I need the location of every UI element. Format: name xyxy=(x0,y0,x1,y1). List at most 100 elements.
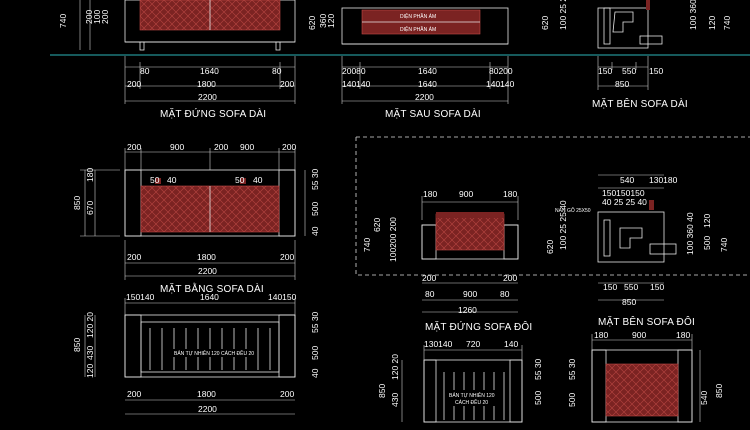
dim: 850 xyxy=(72,196,82,210)
dim: 150 xyxy=(598,66,612,76)
dim: 80 xyxy=(140,66,150,76)
dim: 500 xyxy=(702,236,712,250)
side-double-sofa: NAN GỖ 25X50 540 130180 150150150 40 25 … xyxy=(545,174,729,328)
dim: 120 20 xyxy=(390,354,400,380)
title-plan-long: MẶT BẰNG SOFA DÀI xyxy=(160,282,264,295)
dim: 180 xyxy=(85,168,95,182)
dim: 100 25 25 40 xyxy=(558,200,568,250)
dim: 720 xyxy=(466,339,480,349)
dim: 100 360 40 xyxy=(688,0,698,30)
dim: 850 xyxy=(72,338,82,352)
dim: 50 xyxy=(235,175,245,185)
title-back-long: MẶT SAU SOFA DÀI xyxy=(385,107,481,120)
dim: 540 xyxy=(699,391,709,405)
dim: 740 xyxy=(722,16,732,30)
dim: 80200 xyxy=(489,66,513,76)
dim: 200 xyxy=(280,79,294,89)
dim: 1640 xyxy=(418,79,437,89)
dim: 1260 xyxy=(458,305,477,315)
dim: 500 xyxy=(533,391,543,405)
dim: 200 xyxy=(127,252,141,262)
dim: 180 xyxy=(594,330,608,340)
dim: 150 xyxy=(603,282,617,292)
dim: 200 xyxy=(282,142,296,152)
dashed-frame xyxy=(355,136,750,276)
dim: 200 xyxy=(127,389,141,399)
dim: 150150150 xyxy=(602,188,645,198)
dim: 180 xyxy=(423,189,437,199)
dim: 200 xyxy=(84,10,94,24)
dim: 120 xyxy=(702,214,712,228)
dim: 900 xyxy=(459,189,473,199)
title-front-long: MẶT ĐỨNG SOFA DÀI xyxy=(160,107,266,120)
dim: 900 xyxy=(170,142,184,152)
leather-label-1: DIỆN PHẦN ÁM xyxy=(400,12,436,20)
dim: 740 xyxy=(58,14,68,28)
dim: 1800 xyxy=(197,252,216,262)
dim: 430 xyxy=(390,393,400,407)
dim: 120 xyxy=(85,364,95,378)
front-long-sofa: 740 200 100 200 80 1640 80 200 1800 200 … xyxy=(58,0,296,120)
title-side-long: MẶT BÊN SOFA DÀI xyxy=(592,97,688,110)
dim: 80 xyxy=(272,66,282,76)
dim: 140140 xyxy=(342,79,371,89)
dim: 1640 xyxy=(200,292,219,302)
dim: 120 xyxy=(707,16,717,30)
dim: 500 xyxy=(310,202,320,216)
dim: 850 xyxy=(377,384,387,398)
back-long-sofa: DIỆN PHẦN ÁM DIỆN PHẦN ÁM 620 360 120 20… xyxy=(307,7,515,120)
dim: 200 xyxy=(280,389,294,399)
side-long-sofa: 620 100 25 25 40 100 360 40 120 740 150 … xyxy=(540,0,732,110)
dim: 540 xyxy=(620,175,634,185)
dim: 740 xyxy=(719,238,729,252)
dim: 2200 xyxy=(415,92,434,102)
dim: 1640 xyxy=(418,66,437,76)
dim: 150140 xyxy=(126,292,155,302)
dim: 120 xyxy=(326,14,336,28)
dim: 80 xyxy=(500,289,510,299)
dim: 40 xyxy=(310,226,320,236)
dim: 2200 xyxy=(198,92,217,102)
dim: 55 30 xyxy=(310,311,320,333)
dim: 40 xyxy=(167,175,177,185)
dim: 1640 xyxy=(200,66,219,76)
dim: 500 xyxy=(567,393,577,407)
dim: 150 xyxy=(650,282,664,292)
dim: 900 xyxy=(240,142,254,152)
dim: 40 xyxy=(310,368,320,378)
dim: 900 xyxy=(463,289,477,299)
front-double-sofa: 180 900 180 740 620 100200 200 200 200 8… xyxy=(362,189,532,333)
dim: 120 20 xyxy=(85,312,95,338)
dim: 850 xyxy=(615,79,629,89)
plan-double-sofa: 180 900 180 55 30 500 540 850 xyxy=(567,330,724,423)
dim: 2200 xyxy=(198,404,217,414)
dim: 130140 xyxy=(424,339,453,349)
dim: 550 xyxy=(622,66,636,76)
slats-label-double-2: CÁCH ĐỀU 20 xyxy=(455,399,488,406)
dim: 200 xyxy=(127,79,141,89)
dim: 360 xyxy=(318,14,328,28)
dim: 900 xyxy=(632,330,646,340)
title-side-double: MẶT BÊN SOFA ĐÔI xyxy=(598,315,695,328)
dim: 670 xyxy=(85,201,95,215)
dim: 140150 xyxy=(268,292,297,302)
dim: 620 xyxy=(540,16,550,30)
slats-label-double-1: BẢN TỰ NHIÊN 120 xyxy=(449,391,495,399)
leather-label-2: DIỆN PHẦN ÁM xyxy=(400,25,436,33)
dim: 150 xyxy=(649,66,663,76)
dim: 500 xyxy=(310,346,320,360)
dim: 200 xyxy=(503,273,517,283)
dim: 200 xyxy=(422,273,436,283)
plan-long-sofa: 50 40 50 40 200 900 200 900 200 850 180 … xyxy=(72,142,320,295)
wood-note: NAN GỖ 25X50 xyxy=(555,207,591,214)
dim: 620 xyxy=(545,240,555,254)
dim: 850 xyxy=(622,297,636,307)
dim: 130180 xyxy=(649,175,678,185)
dim: 550 xyxy=(624,282,638,292)
dim: 180 xyxy=(676,330,690,340)
dim: 200 xyxy=(100,10,110,24)
dim: 100200 200 xyxy=(388,217,398,262)
dim: 40 25 25 40 xyxy=(602,197,647,207)
dim: 620 xyxy=(307,16,317,30)
